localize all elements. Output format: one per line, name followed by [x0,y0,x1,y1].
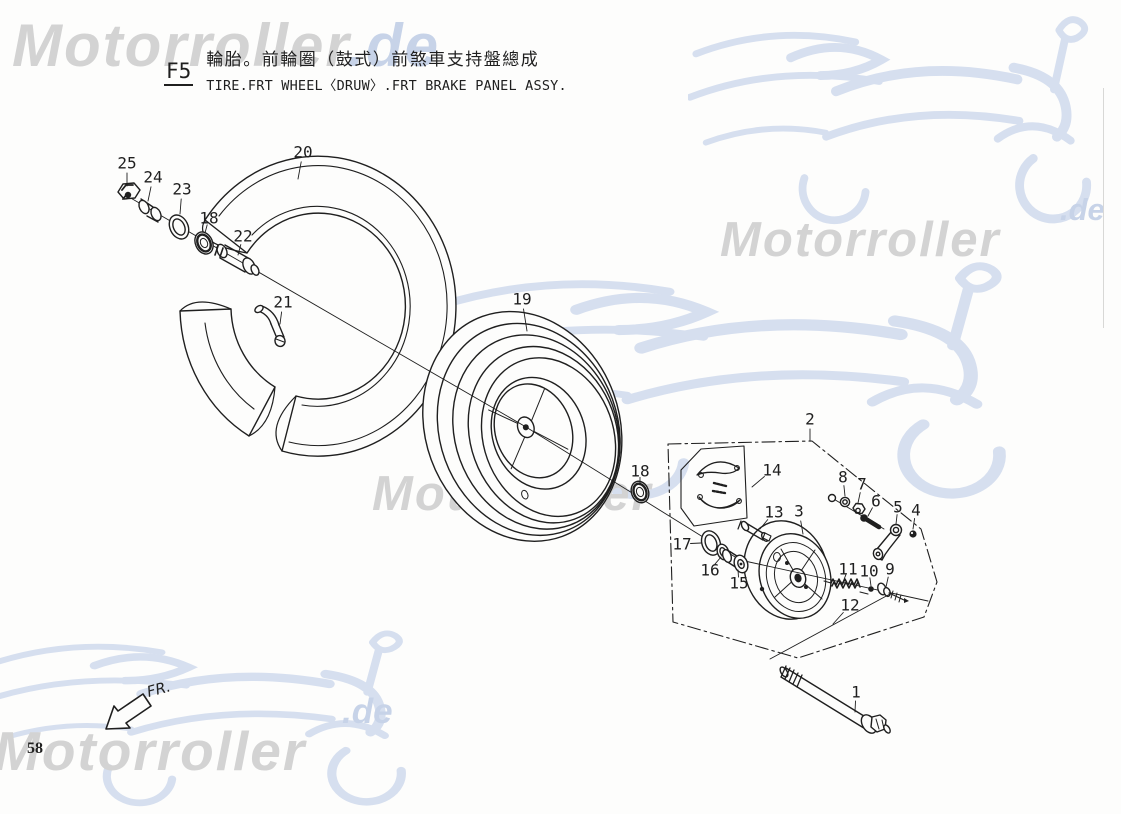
part-label-18: 18 [199,209,218,228]
brake-cable-12 [769,593,891,660]
scan-artifact-line [1103,88,1104,328]
rim-19 [422,310,623,542]
figure-code: F5 [164,58,194,87]
leader-line-16 [714,556,722,565]
brake-cam-13 [737,520,772,542]
part-label-20: 20 [293,143,312,162]
part-label-4: 4 [911,501,921,520]
collar-22 [214,243,260,276]
part-label-16: 16 [700,561,719,580]
leader-line-1 [854,700,856,713]
leader-line-3 [800,520,804,535]
leader-line-6 [867,507,873,517]
part-label-1: 1 [851,683,861,702]
part-label-18: 18 [630,462,649,481]
washer-8-hole [842,499,848,505]
oil-seal-17 [700,530,722,556]
axle-shaft-1 [779,665,891,734]
part-label-10: 10 [859,562,878,581]
leader-line-9 [885,576,889,588]
part-label-17: 17 [672,535,691,554]
bearing-18-right [630,480,650,504]
brake-arm-5 [872,523,903,561]
leader-line-13 [759,519,769,530]
part-label-13: 13 [764,503,783,522]
part-label-7: 7 [857,475,867,494]
leader-line-12 [832,612,844,625]
cable-end-ring [827,493,837,503]
leader-line-15 [737,569,739,578]
part-label-12: 12 [840,596,859,615]
bolt-6 [860,514,882,530]
part-label-21: 21 [273,293,292,312]
leader-line-18 [204,224,208,234]
leader-line-23 [179,198,182,215]
leader-line-22 [237,244,242,256]
part-label-11: 11 [838,560,857,579]
part-label-25: 25 [117,154,136,173]
dust-seal-23 [168,214,190,240]
leader-line-17 [690,542,702,544]
leader-line-10 [869,577,872,587]
watermark-tld-bottom-left: .de [342,692,393,731]
part-label-3: 3 [794,502,804,521]
part-label-24: 24 [143,168,162,187]
return-spring-11 [823,578,869,595]
leader-line-14 [751,476,765,488]
axle-nut-25 [117,182,141,200]
leader-line-4 [912,518,916,530]
part-label-19: 19 [512,290,531,309]
watermark-tld-text: .de [347,12,441,79]
title-block: F5 輪胎。前輪圈（鼓式）前煞車支持盤總成 TIRE.FRT WHEEL〈DRU… [164,50,567,94]
nut-4 [909,530,917,538]
part-label-15: 15 [729,574,748,593]
brake-arm-fasteners [827,493,917,561]
watermark-brand-text: Motorroller [12,12,348,79]
nut-7 [852,502,866,515]
title-text-wrap: 輪胎。前輪圈（鼓式）前煞車支持盤總成 TIRE.FRT WHEEL〈DRUW〉.… [206,50,567,94]
watermark-brand-bottom-left: Motorroller [0,720,307,782]
tire-20 [179,155,457,457]
washer-8 [839,496,851,508]
valve-stem-21 [254,304,286,348]
part-label-2: 2 [805,410,815,429]
leader-line-20 [297,161,302,180]
assembly-boundary-2 [667,440,938,659]
pin-10 [868,586,874,592]
leader-line-5 [895,514,898,525]
part-label-22: 22 [233,227,252,246]
leader-line-7 [857,492,861,504]
cable-adjuster-9 [877,582,909,603]
leader-line-21 [279,311,283,325]
watermark-brand-top-right: Motorroller [720,213,1001,267]
page-number: 58 [27,740,43,757]
brake-shoes-14 [680,445,748,527]
part-label-8: 8 [838,468,848,487]
part-label-14: 14 [762,461,781,480]
leader-line-11 [842,574,847,583]
spacer-24 [138,198,162,223]
part-label-23: 23 [172,180,191,199]
fr-arrow: FR. [105,677,173,730]
title-chinese: 輪胎。前輪圈（鼓式）前煞車支持盤總成 [206,50,540,70]
leader-line-8 [843,485,846,497]
fr-label: FR. [145,677,173,701]
brake-panel-3 [743,520,832,620]
part-label-9: 9 [885,560,895,579]
title-english: TIRE.FRT WHEEL〈DRUW〉.FRT BRAKE PANEL ASS… [206,78,567,95]
part-label-5: 5 [893,498,903,517]
leader-line-19 [523,308,528,332]
bearing-18-left [194,231,214,255]
watermark-brand-top-left: Motorroller.de [12,16,440,76]
leader-line-24 [147,186,152,202]
part-label-6: 6 [871,492,881,511]
watermark-tld-top-right: .de [1060,192,1105,227]
hub-spacer-15 [721,549,749,574]
